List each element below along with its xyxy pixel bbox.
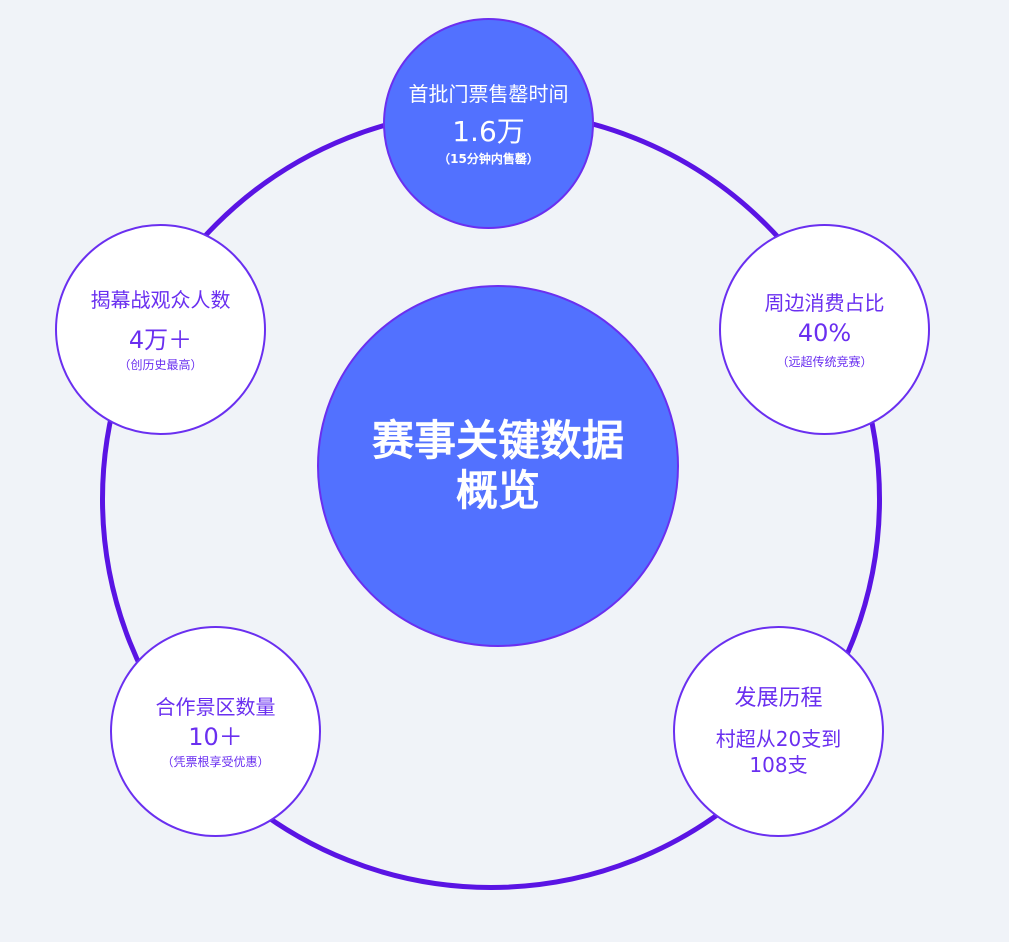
node-line1: 村超从20支到 [715,726,842,751]
node-line2: 108支 [749,752,808,777]
node-note: （远超传统竞赛） [776,354,873,369]
node-note: （凭票根享受优惠） [161,754,270,769]
node-opening-audience: 揭幕战观众人数 4万＋ （创历史最高） [55,224,266,435]
node-title: 揭幕战观众人数 [90,287,231,312]
center-title-line2: 概览 [455,466,540,515]
node-value: 4万＋ [128,325,193,354]
node-value: 40% [797,318,852,347]
node-value: 10＋ [188,722,243,751]
center-hub: 赛事关键数据 概览 [317,285,679,647]
node-note: （创历史最高） [118,357,203,372]
node-consumption-share: 周边消费占比 40% （远超传统竞赛） [719,224,930,435]
node-ticket-sellout: 首批门票售罄时间 1.6万 （15分钟内售罄） [383,18,594,229]
node-title: 周边消费占比 [764,290,885,315]
node-value: 1.6万 [452,114,525,148]
node-title: 发展历程 [734,685,823,711]
node-partner-scenic: 合作景区数量 10＋ （凭票根享受优惠） [110,626,321,837]
node-note: （15分钟内售罄） [438,151,539,166]
node-development: 发展历程 村超从20支到 108支 [673,626,884,837]
center-title-line1: 赛事关键数据 [371,416,624,465]
node-title: 首批门票售罄时间 [408,81,569,106]
node-title: 合作景区数量 [155,694,276,719]
